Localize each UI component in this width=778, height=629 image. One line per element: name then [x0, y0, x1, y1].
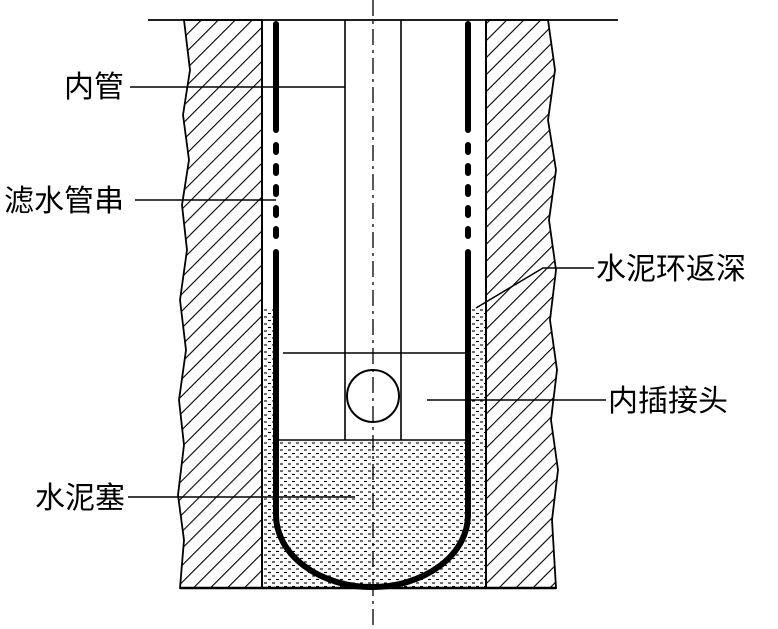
label-filter-pipe-string: 滤水管串 — [4, 184, 124, 219]
cement-plug-fill — [276, 440, 468, 587]
label-inner-pipe: 内管 — [64, 70, 124, 105]
cement-annulus-bottom — [262, 515, 486, 588]
label-cement-ring-top: 水泥环返深 — [596, 252, 746, 287]
formation-right — [485, 19, 559, 589]
label-inner-insert-joint: 内插接头 — [608, 384, 728, 419]
label-cement-plug: 水泥塞 — [35, 481, 125, 516]
filter-pipe-string — [273, 21, 471, 590]
leader-cement-ring-top — [475, 267, 594, 309]
formation-left — [177, 19, 263, 589]
